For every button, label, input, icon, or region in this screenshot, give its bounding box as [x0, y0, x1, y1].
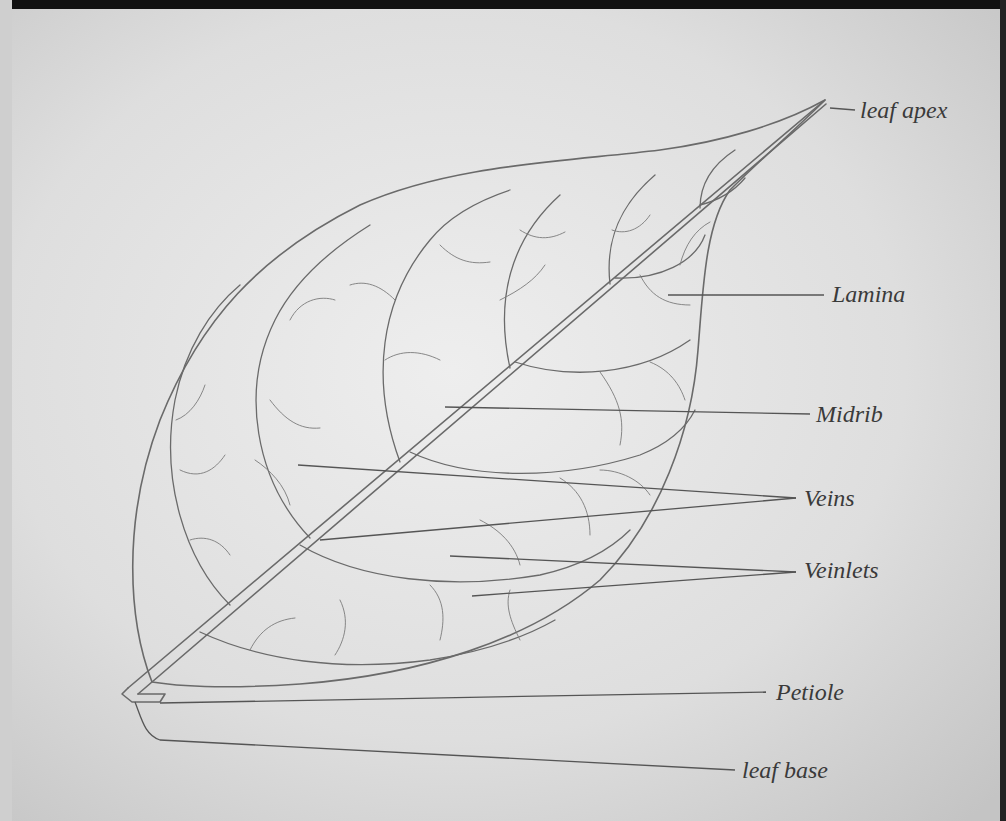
right-edge [1000, 0, 1006, 821]
midrib-line [138, 104, 826, 694]
leader-line [160, 692, 766, 703]
leader-line [830, 108, 855, 110]
part-label: Lamina [832, 281, 905, 307]
leader-line [298, 465, 796, 498]
veinlets [176, 215, 710, 655]
leader-lines [135, 108, 855, 770]
leader-line [445, 407, 810, 414]
part-label: Midrib [816, 401, 883, 427]
top-edge [0, 0, 1006, 9]
midrib-line [128, 100, 825, 688]
part-label: leaf base [742, 757, 828, 783]
veins-upper [171, 150, 735, 605]
veins-lower [200, 178, 745, 665]
leader-line [668, 294, 824, 295]
leader-line [135, 702, 735, 770]
part-label: Veins [804, 485, 855, 511]
left-edge [0, 0, 12, 821]
leader-line [450, 556, 796, 572]
part-label: Veinlets [804, 557, 879, 583]
petiole-shape [122, 688, 165, 702]
leader-line [472, 572, 796, 596]
part-label: Petiole [776, 679, 844, 705]
leader-line [320, 498, 796, 540]
part-label: leaf apex [860, 97, 947, 123]
